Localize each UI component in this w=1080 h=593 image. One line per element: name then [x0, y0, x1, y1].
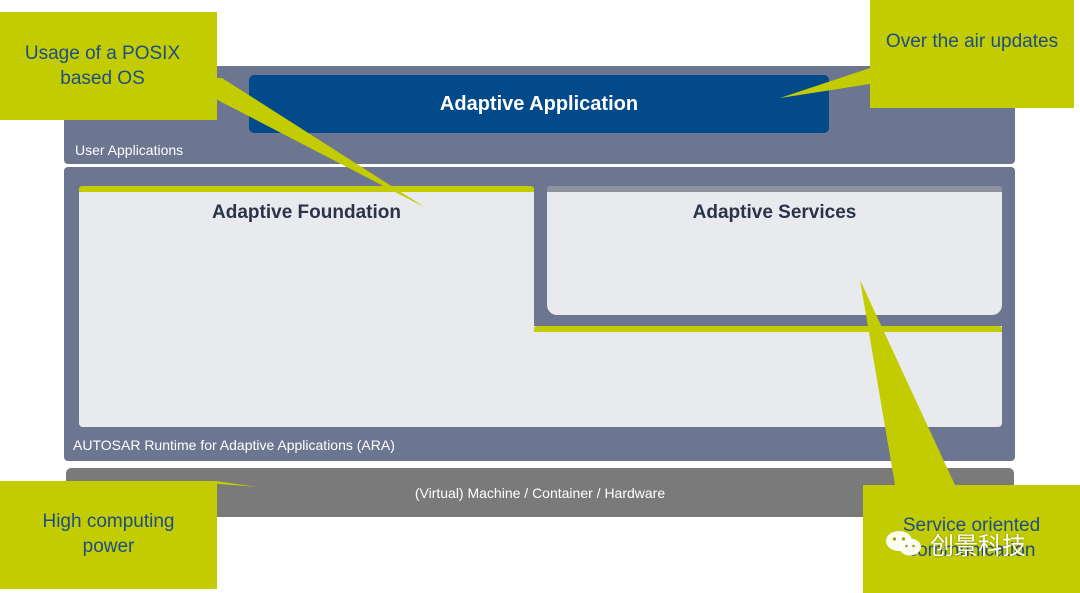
ota-callout: Over the air updates [870, 0, 1074, 108]
wechat-icon [886, 530, 921, 555]
foundation-extension-accent-stripe [534, 326, 1002, 332]
ara-label: AUTOSAR Runtime for Adaptive Application… [73, 437, 395, 453]
foundation-accent-stripe [79, 186, 534, 192]
ota-pointer [780, 68, 870, 98]
watermark: 创景科技 [884, 526, 1026, 561]
adaptive-foundation-title: Adaptive Foundation [212, 202, 401, 223]
adaptive-foundation-box [79, 186, 534, 427]
machine-layer: (Virtual) Machine / Container / Hardware [66, 468, 1014, 517]
adaptive-services-box [547, 186, 1002, 315]
adaptive-application-box: Adaptive Application [249, 75, 829, 133]
computing-callout: High computing power [0, 481, 217, 589]
adaptive-services-title: Adaptive Services [692, 202, 857, 223]
watermark-text: 创景科技 [930, 533, 1026, 560]
user-applications-label: User Applications [75, 142, 184, 158]
posix-callout: Usage of a POSIX based OS [0, 12, 217, 120]
soa-pointer [860, 280, 955, 485]
posix-pointer [175, 78, 426, 208]
services-accent-stripe [547, 186, 1002, 192]
